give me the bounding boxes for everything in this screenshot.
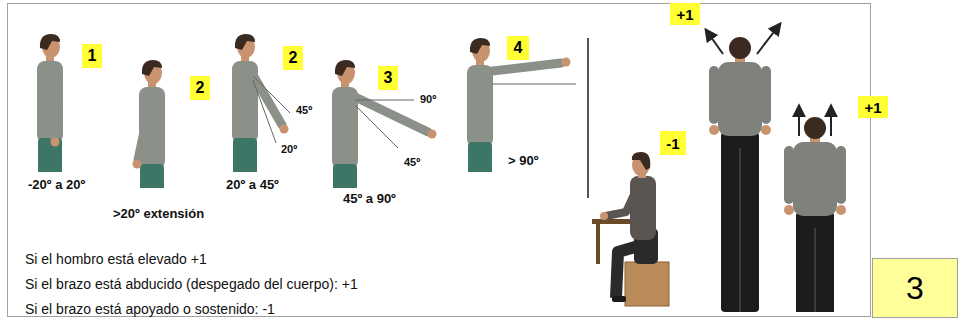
art-part <box>467 38 493 172</box>
callout-box: 4 <box>507 36 529 60</box>
callout-number: 2 <box>289 50 298 66</box>
art-part <box>612 296 626 302</box>
arrow <box>706 30 723 54</box>
art-part <box>356 106 398 148</box>
art-part <box>596 224 600 264</box>
art-part <box>606 186 638 216</box>
art-part <box>133 160 142 169</box>
figure-shoulder-raised <box>709 37 771 312</box>
art-part <box>428 130 437 139</box>
figure-extension <box>133 60 166 188</box>
divider <box>587 38 589 198</box>
callout-box: 2 <box>190 76 210 100</box>
art-part <box>51 138 60 147</box>
art-part <box>349 94 428 132</box>
art-part <box>52 68 55 138</box>
note: Si el brazo está apoyado o sostenido: -1 <box>25 302 275 317</box>
art-part <box>356 100 414 101</box>
callout-box: 1 <box>82 44 102 68</box>
art-part <box>484 63 561 72</box>
art-part <box>138 94 152 160</box>
angle-label: 45º <box>404 156 420 168</box>
frame <box>8 4 871 317</box>
callout-number: 4 <box>514 40 523 56</box>
angle-label: 20º <box>281 143 297 155</box>
art-part <box>492 84 576 85</box>
angle-label: 45º <box>296 104 312 116</box>
figure-neutral <box>37 34 63 172</box>
art-part <box>632 152 650 170</box>
angle-label: >20º extensión <box>113 207 204 221</box>
figure-flexion-45-90 <box>332 60 437 188</box>
art-part <box>562 58 571 67</box>
arrow <box>798 106 800 136</box>
callout-box: +1 <box>858 96 888 118</box>
callout-box: 3 <box>872 258 958 318</box>
angle-label: -20º a 20º <box>28 178 85 192</box>
callout-number: 3 <box>906 272 924 304</box>
art-part <box>37 34 63 172</box>
callout-number: 1 <box>88 48 97 64</box>
arrow <box>830 106 832 136</box>
arrow <box>757 24 780 54</box>
note: Si el brazo está abducido (despegado del… <box>25 277 358 292</box>
callout-box: 3 <box>378 66 398 90</box>
art-part <box>332 60 358 188</box>
callout-number: +1 <box>676 7 693 22</box>
figure-seated <box>592 152 669 306</box>
callout-number: -1 <box>666 136 679 151</box>
art-part <box>600 212 608 220</box>
art-part <box>253 80 276 143</box>
art-part <box>625 262 669 306</box>
art-part <box>139 60 165 188</box>
art-part <box>232 34 258 172</box>
angle-label: 45º a 90º <box>343 192 396 206</box>
callout-box: 2 <box>283 46 303 70</box>
callout-number: 2 <box>196 80 205 96</box>
art-part <box>280 125 289 134</box>
angle-label: 20º a 45º <box>226 178 279 192</box>
angle-label: > 90º <box>508 154 538 168</box>
callout-number: +1 <box>864 100 881 115</box>
callout-box: +1 <box>670 3 700 25</box>
callout-box: -1 <box>660 131 686 155</box>
callout-number: 3 <box>384 70 393 86</box>
art-part <box>784 117 846 312</box>
art-part <box>709 37 771 312</box>
figure-arm-abducted <box>784 117 846 312</box>
angle-label: 90º <box>420 93 436 105</box>
note: Si el hombro está elevado +1 <box>25 252 207 267</box>
